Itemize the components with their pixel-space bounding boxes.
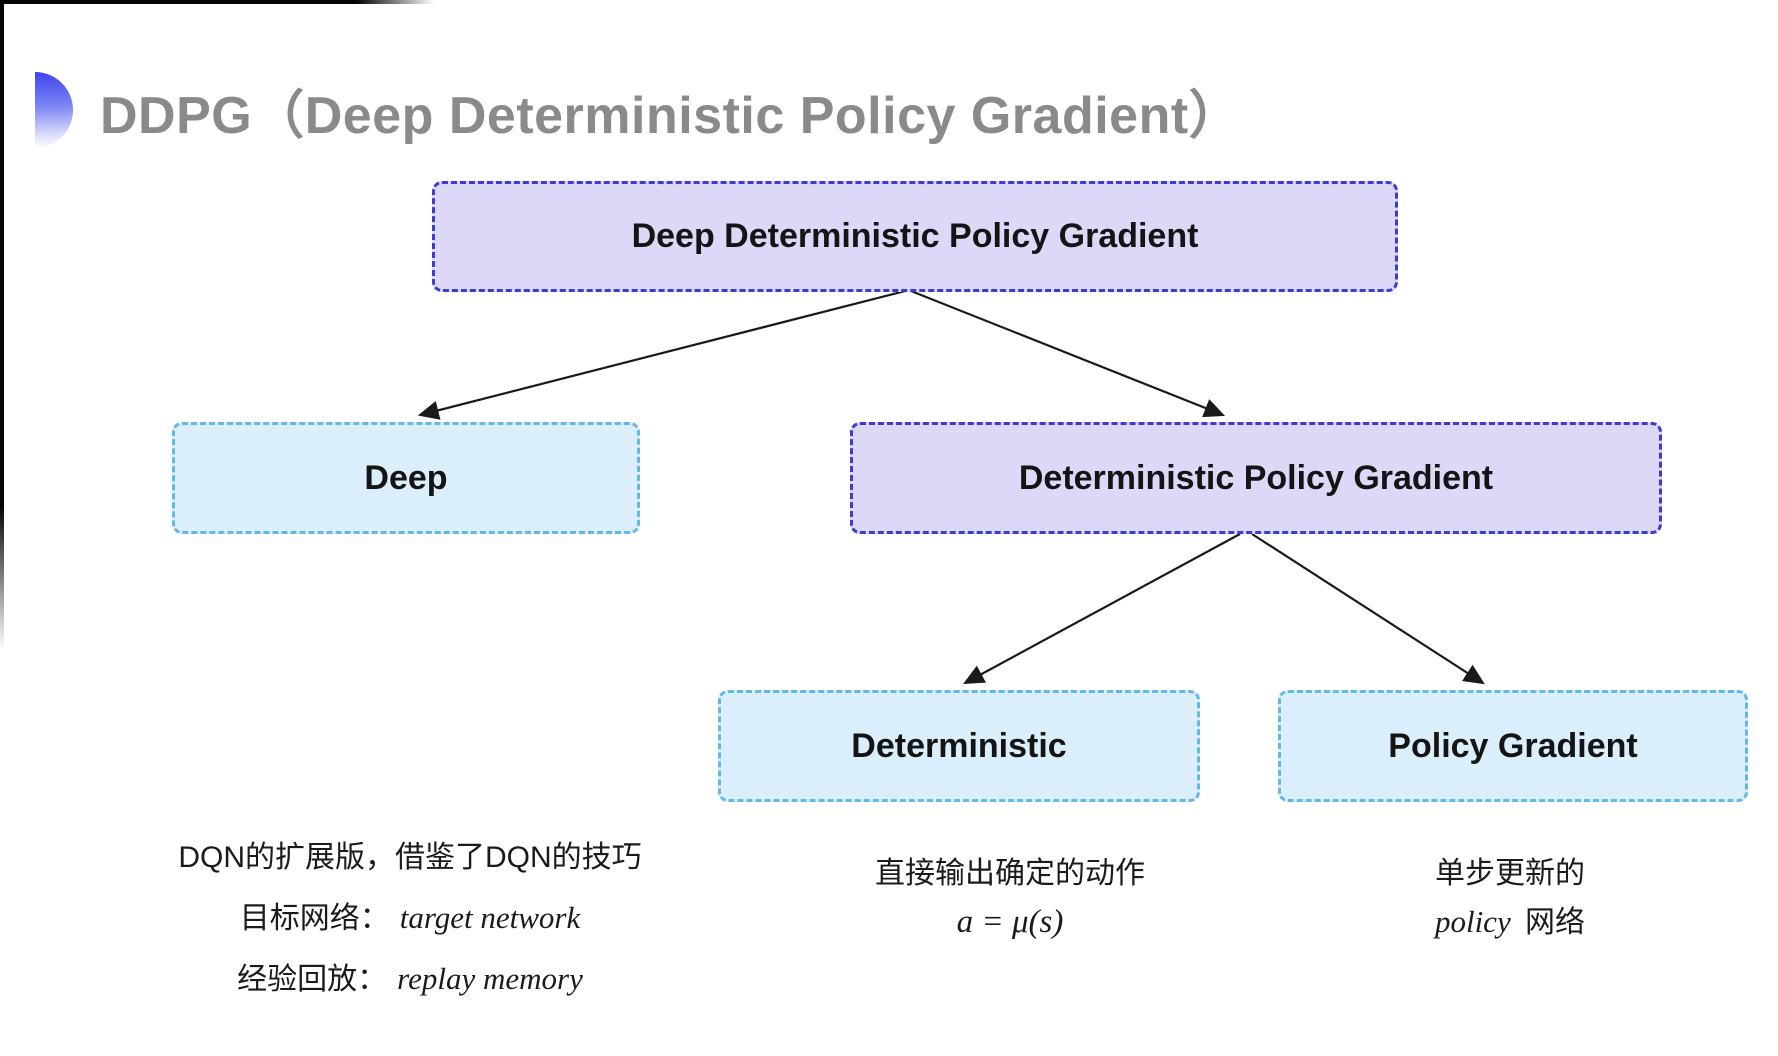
note-deep-dqn-extension: DQN的扩展版，借鉴了DQN的技巧 目标网络： target network 经验… [110,840,710,998]
frame-left-edge-line [0,0,4,650]
node-label: Policy Gradient [1388,726,1638,765]
note-line: 目标网络： target network [110,900,710,937]
note-label: 经验回放： [237,963,388,996]
note-line: policy 网络 [1295,904,1725,941]
node-label: Deep [364,458,448,497]
note-text: 网络 [1516,906,1586,939]
half-circle-gradient-icon [35,72,73,148]
note-line: 直接输出确定的动作 [790,856,1230,892]
note-text: 直接输出确定的动作 [875,857,1145,890]
note-text: DQN的扩展版，借鉴了DQN的技巧 [178,841,642,874]
frame-top-edge-line [0,0,435,4]
note-line: 经验回放： replay memory [110,961,710,998]
page-title: DDPG（Deep Deterministic Policy Gradient） [100,86,1242,145]
node-label: Deep Deterministic Policy Gradient [631,217,1199,255]
node-label: Deterministic Policy Gradient [1018,458,1494,497]
node-deep-deterministic-policy-gradient: Deep Deterministic Policy Gradient [432,181,1398,292]
node-deterministic: Deterministic [718,690,1200,802]
node-deep: Deep [172,422,640,534]
note-line: a = μ(s) [790,904,1230,941]
note-term: target network [399,900,581,935]
note-term: policy [1434,904,1511,939]
note-policy-network: 单步更新的 policy 网络 [1295,856,1725,941]
edge-root-deep [417,289,906,420]
slide-title-row: DDPG（Deep Deterministic Policy Gradient） [35,72,1241,148]
node-label: Deterministic [851,726,1067,765]
node-policy-gradient: Policy Gradient [1278,690,1748,802]
note-line: DQN的扩展版，借鉴了DQN的技巧 [110,840,710,876]
note-deterministic-action: 直接输出确定的动作 a = μ(s) [790,856,1230,941]
note-text: 单步更新的 [1435,857,1585,890]
note-line: 单步更新的 [1295,856,1725,892]
edge-root-dpg [910,289,1226,418]
note-label: 目标网络： [239,902,390,935]
edge-dpg-deterministic [963,533,1241,685]
node-deterministic-policy-gradient: Deterministic Policy Gradient [850,422,1662,534]
note-term: replay memory [397,961,583,996]
edge-dpg-policy-gradient [1251,533,1485,685]
note-formula: a = μ(s) [956,904,1064,940]
